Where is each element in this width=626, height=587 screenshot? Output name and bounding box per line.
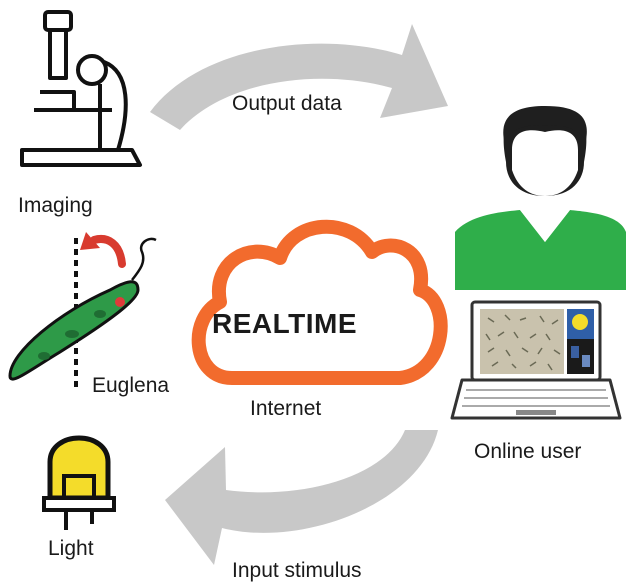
online-user-label: Online user [474,440,582,463]
laptop-icon [450,300,622,420]
led-icon [42,435,116,530]
euglena-icon [8,232,157,392]
internet-label: Internet [250,397,322,420]
output-arrow [150,24,448,130]
input-arrow [165,430,438,565]
cloud-icon [191,219,448,385]
euglena-label: Euglena [92,374,170,397]
microscope-icon [20,10,142,167]
user-icon [455,106,626,290]
realtime-label: REALTIME [212,308,358,339]
light-label: Light [48,537,94,560]
output-data-label: Output data [232,92,342,115]
imaging-label: Imaging [18,194,93,217]
input-stimulus-label: Input stimulus [232,559,362,582]
